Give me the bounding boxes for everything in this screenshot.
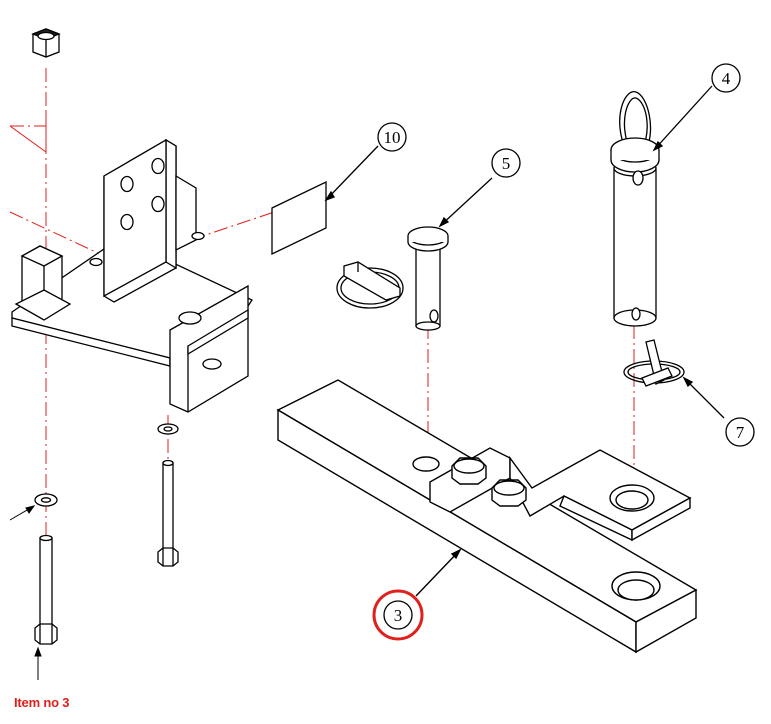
centerline-left-mid bbox=[9, 211, 131, 269]
centerline-corner bbox=[9, 112, 47, 153]
clevis-pin-item-5 bbox=[407, 177, 493, 331]
left-washer bbox=[34, 493, 58, 507]
highlight-ring-item-3 bbox=[372, 589, 424, 641]
balloon-7: 7 bbox=[725, 417, 755, 447]
bracket-washer bbox=[157, 423, 179, 435]
balloon-5: 5 bbox=[491, 148, 521, 178]
drawbar-item-3 bbox=[276, 379, 698, 654]
balloon-3: 3 bbox=[383, 600, 413, 630]
left-bracket-assembly bbox=[11, 138, 253, 413]
leader-arrows-left bbox=[9, 505, 42, 680]
balloon-10: 10 bbox=[377, 122, 407, 152]
balloon-3-label: 3 bbox=[394, 606, 403, 625]
balloon-4-label: 4 bbox=[722, 69, 731, 88]
balloon-4: 4 bbox=[711, 63, 741, 93]
decal-item-10 bbox=[271, 145, 379, 256]
left-bolt bbox=[34, 534, 58, 645]
balloon-5-label: 5 bbox=[502, 154, 511, 173]
linch-pin bbox=[336, 261, 404, 309]
balloon-7-label: 7 bbox=[736, 423, 745, 442]
caption-item-number: Item no 3 bbox=[14, 695, 70, 710]
bracket-bolt bbox=[157, 459, 179, 567]
balloon-10-label: 10 bbox=[384, 128, 401, 147]
hitch-pin-item-4 bbox=[610, 85, 713, 327]
lock-nut bbox=[31, 28, 61, 58]
clip-item-7 bbox=[623, 339, 725, 419]
